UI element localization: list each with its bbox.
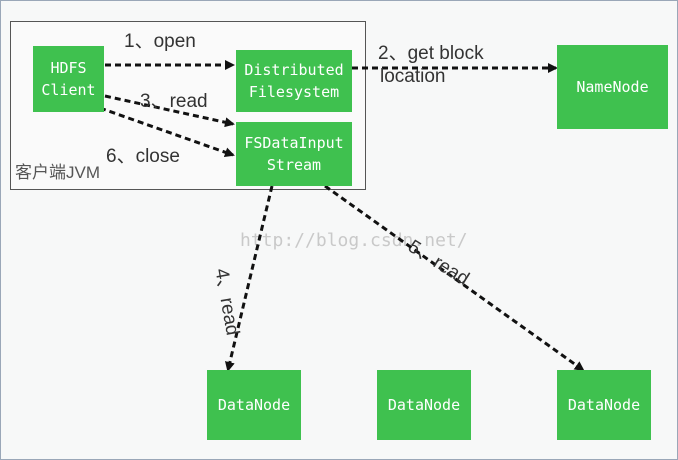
label-read-3: 3、read bbox=[140, 91, 208, 112]
datanode-1-label: DataNode bbox=[217, 396, 291, 414]
namenode-label: NameNode bbox=[576, 78, 649, 96]
client-jvm-label: 客户端JVM bbox=[15, 163, 100, 182]
arrow-read-3 bbox=[104, 94, 235, 128]
distributed-fs-line2: Filesystem bbox=[248, 83, 340, 101]
namenode-node: NameNode bbox=[557, 45, 668, 129]
arrow-close-6 bbox=[99, 106, 235, 158]
label-open: 1、open bbox=[124, 31, 196, 52]
fsdata-input-stream-node: FSDataInput Stream bbox=[236, 122, 352, 186]
label-get-block-line1: 2、get block bbox=[378, 43, 484, 64]
fsdata-line1: FSDataInput bbox=[244, 134, 344, 152]
hdfs-client-line1: HDFS bbox=[50, 59, 87, 77]
distributed-fs-line1: Distributed bbox=[244, 61, 344, 79]
arrow-read-4 bbox=[224, 185, 274, 372]
datanode-3-label: DataNode bbox=[567, 396, 641, 414]
arrow-read-5 bbox=[324, 184, 585, 372]
datanode-1: DataNode bbox=[207, 370, 301, 440]
fsdata-line2: Stream bbox=[266, 156, 322, 174]
hdfs-client-node: HDFS Client bbox=[33, 46, 104, 112]
label-close-6: 6、close bbox=[106, 146, 180, 167]
datanode-2: DataNode bbox=[377, 370, 471, 440]
distributed-filesystem-node: Distributed Filesystem bbox=[236, 50, 352, 112]
datanode-3: DataNode bbox=[557, 370, 651, 440]
label-get-block-line2: location bbox=[380, 66, 446, 87]
hdfs-client-line2: Client bbox=[41, 81, 96, 99]
datanode-2-label: DataNode bbox=[387, 396, 461, 414]
